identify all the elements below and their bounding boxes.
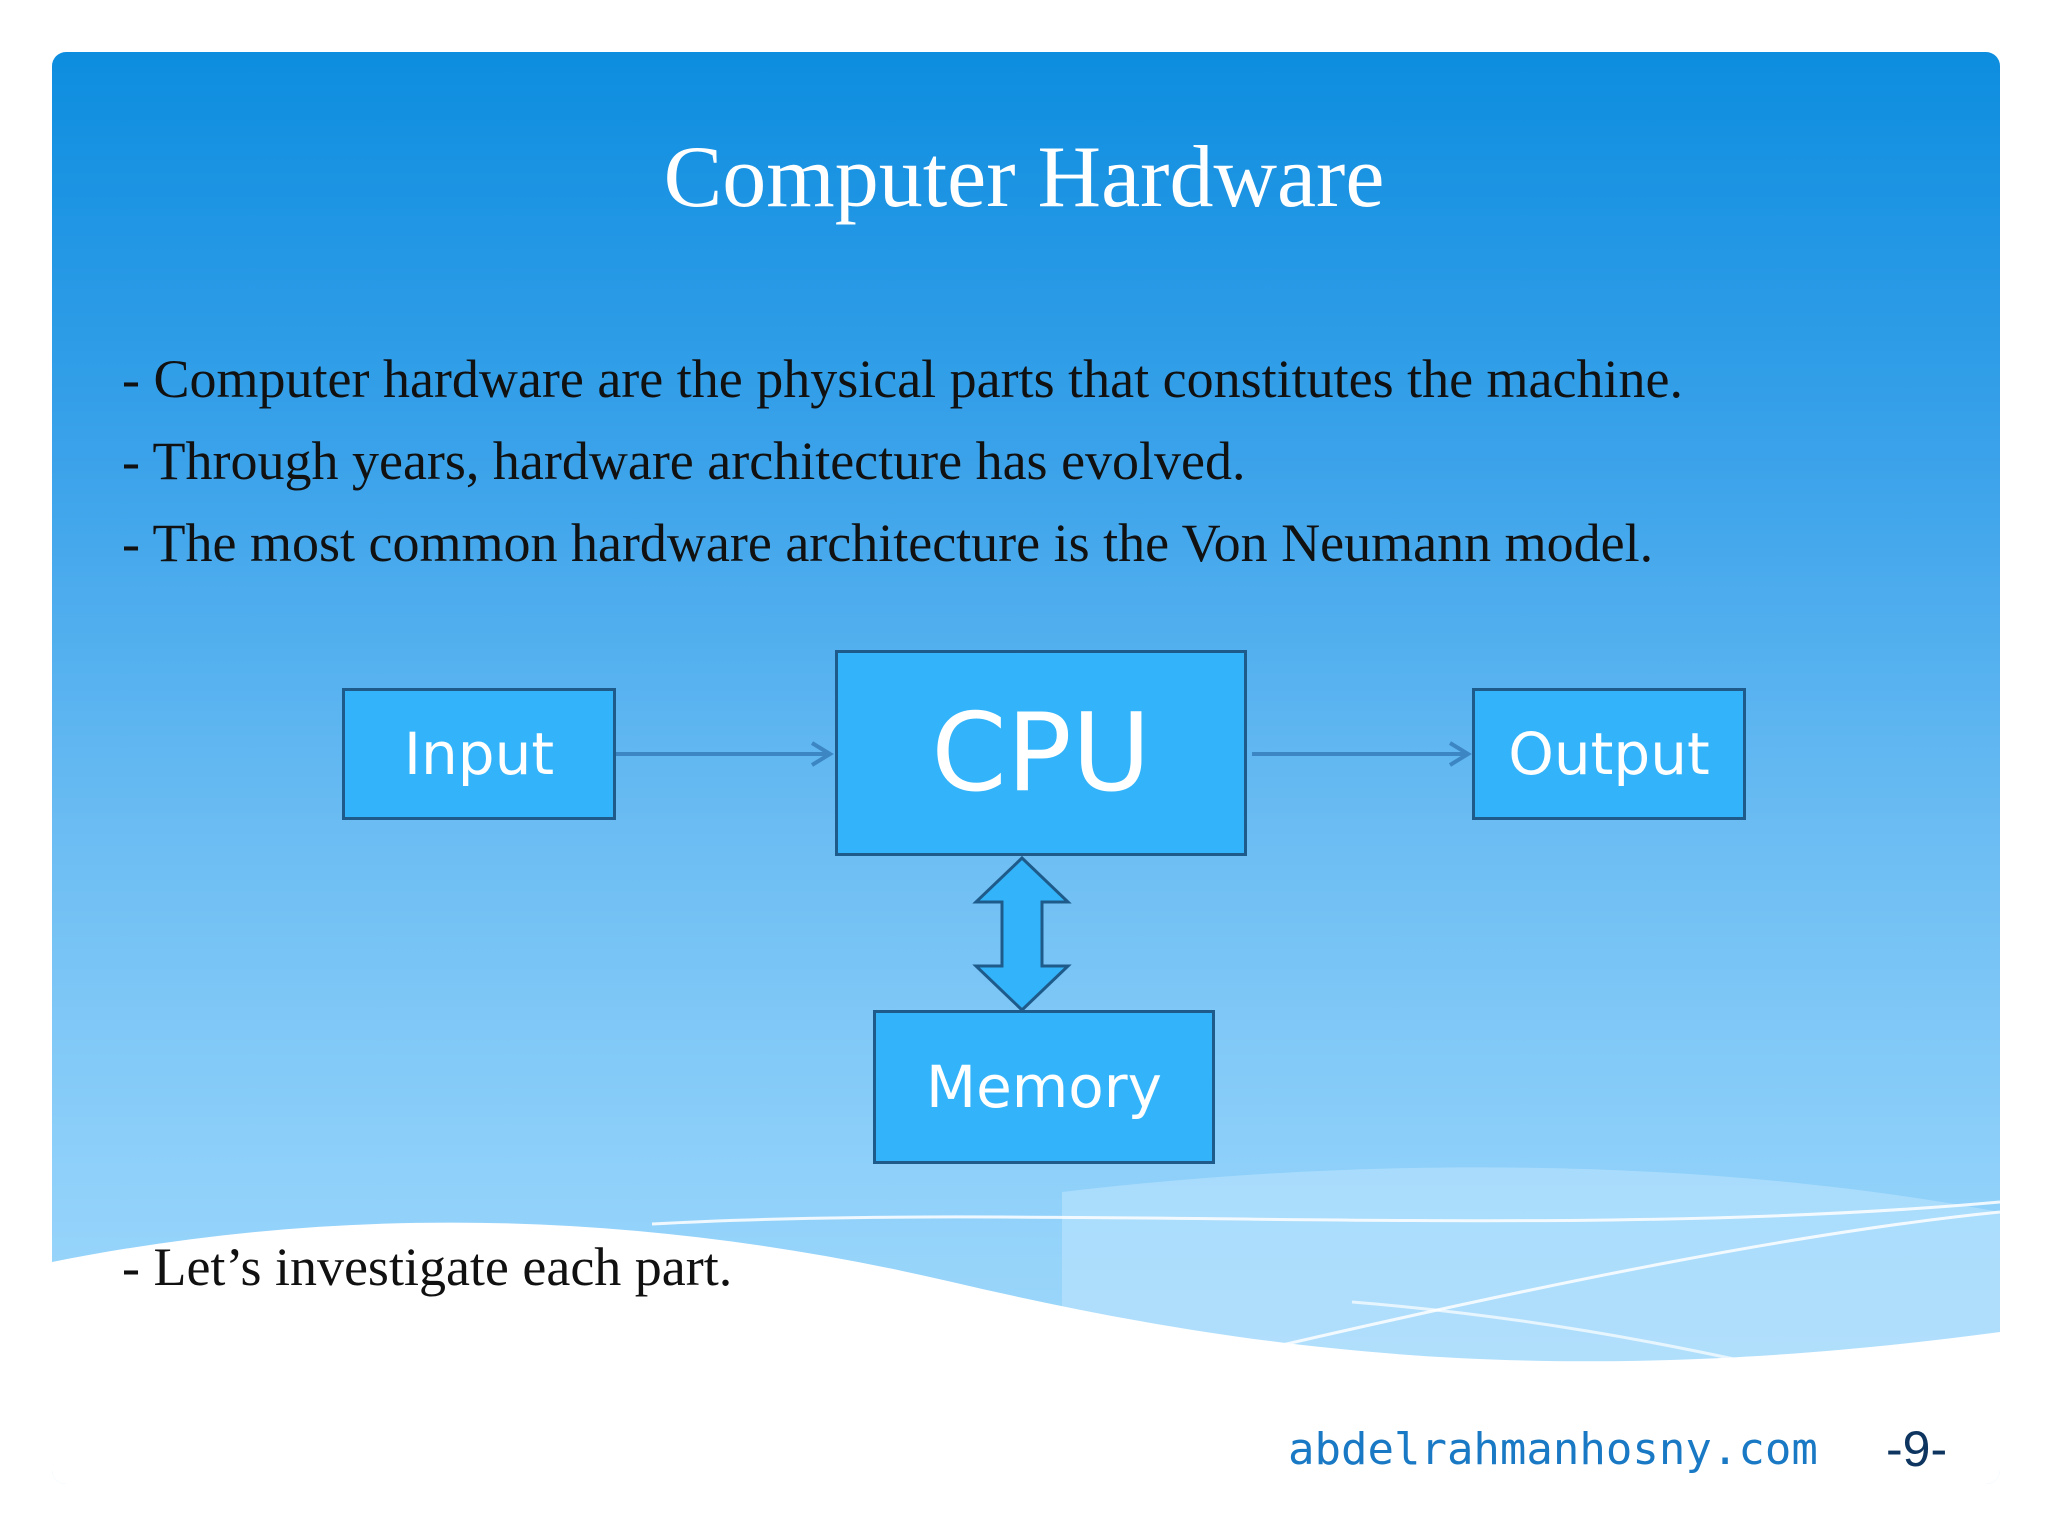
output-box: Output (1472, 688, 1746, 820)
arrow-cpu-to-output (1252, 741, 1472, 767)
cpu-box: CPU (835, 650, 1247, 856)
double-arrow-cpu-memory (972, 855, 1072, 1013)
bullet-architecture-evolved: - Through years, hardware architecture h… (122, 431, 1246, 491)
bullet-von-neumann: - The most common hardware architecture … (122, 513, 1654, 573)
closing-bullet: - Let’s investigate each part. (122, 1237, 733, 1297)
bullet-hardware-definition: - Computer hardware are the physical par… (122, 349, 1683, 409)
bullet-list: - Computer hardware are the physical par… (122, 338, 1683, 584)
input-box: Input (342, 688, 616, 820)
memory-box: Memory (873, 1010, 1215, 1164)
footer-website: abdelrahmanhosny.com (1288, 1424, 1818, 1475)
wave-decoration (52, 1167, 2000, 1484)
page-number: -9- (1886, 1421, 1948, 1477)
slide-title: Computer Hardware (663, 129, 1385, 226)
arrow-input-to-cpu (616, 741, 834, 767)
